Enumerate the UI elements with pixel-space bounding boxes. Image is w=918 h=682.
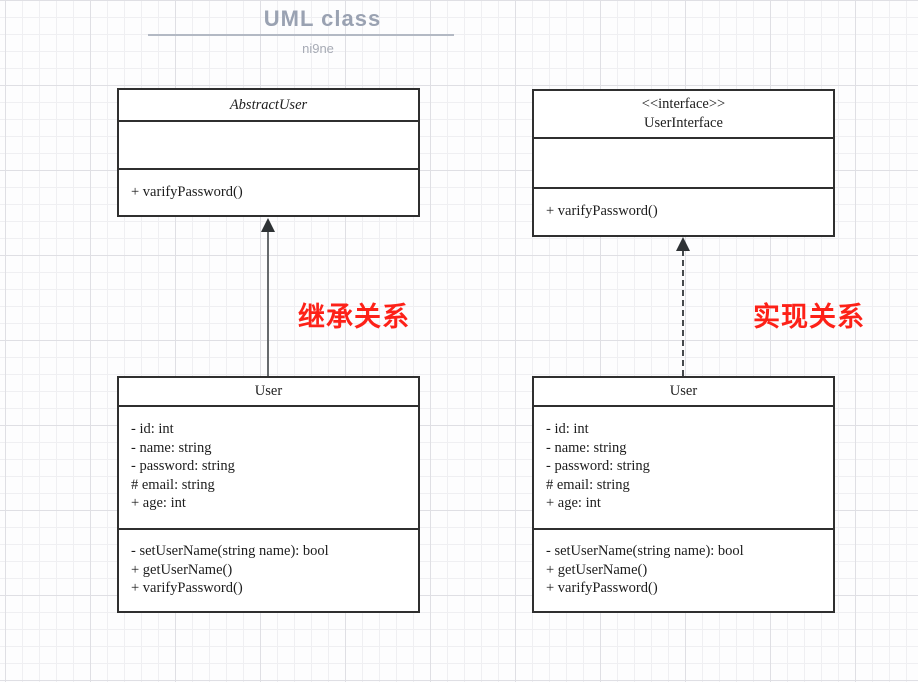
title-underline xyxy=(148,34,454,36)
methods-compartment: - setUserName(string name): bool + getUs… xyxy=(119,528,418,611)
attribute-line: + age: int xyxy=(546,495,601,512)
method-line: + varifyPassword() xyxy=(546,580,658,597)
class-box-abstractuser[interactable]: AbstractUser + varifyPassword() xyxy=(117,88,420,217)
realization-arrow-line[interactable] xyxy=(682,250,684,376)
inheritance-arrow-line[interactable] xyxy=(267,231,269,376)
method-line: - setUserName(string name): bool xyxy=(131,543,329,559)
attributes-compartment xyxy=(534,137,833,187)
attribute-line: - password: string xyxy=(546,458,650,475)
method-line: + varifyPassword() xyxy=(546,203,658,219)
page-title: UML class xyxy=(263,6,382,31)
method-line: + varifyPassword() xyxy=(131,184,243,200)
class-box-userinterface[interactable]: <<interface>> UserInterface + varifyPass… xyxy=(532,89,835,237)
methods-compartment: + varifyPassword() xyxy=(534,187,833,235)
realization-arrowhead-icon xyxy=(676,237,690,251)
attribute-line: - id: int xyxy=(131,421,174,437)
attribute-line: + age: int xyxy=(131,495,186,512)
class-name-userinterface: <<interface>> UserInterface xyxy=(534,91,833,137)
interface-name: UserInterface xyxy=(644,115,723,131)
realization-label[interactable]: 实现关系 xyxy=(753,302,865,332)
page-subtitle: ni9ne xyxy=(302,41,334,56)
attribute-line: - name: string xyxy=(546,439,627,456)
inheritance-arrowhead-icon xyxy=(261,218,275,232)
class-box-user-left[interactable]: User - id: int - name: string - password… xyxy=(117,376,420,613)
attribute-line: # email: string xyxy=(131,476,215,493)
method-line: + getUserName() xyxy=(131,561,233,578)
attribute-line: # email: string xyxy=(546,476,630,493)
attribute-line: - id: int xyxy=(546,421,589,437)
class-name-user: User xyxy=(254,383,283,399)
attribute-line: - password: string xyxy=(131,458,235,475)
attribute-line: - name: string xyxy=(131,439,212,456)
method-line: - setUserName(string name): bool xyxy=(546,543,744,559)
methods-compartment: - setUserName(string name): bool + getUs… xyxy=(534,528,833,611)
stereotype-label: <<interface>> xyxy=(641,96,726,112)
method-line: + varifyPassword() xyxy=(131,580,243,597)
class-name-abstractuser: AbstractUser xyxy=(229,96,308,113)
attributes-compartment: - id: int - name: string - password: str… xyxy=(534,405,833,528)
class-name-user: User xyxy=(669,383,698,399)
attributes-compartment xyxy=(119,120,418,168)
class-box-user-right[interactable]: User - id: int - name: string - password… xyxy=(532,376,835,613)
inheritance-label[interactable]: 继承关系 xyxy=(298,302,410,332)
methods-compartment: + varifyPassword() xyxy=(119,168,418,215)
attributes-compartment: - id: int - name: string - password: str… xyxy=(119,405,418,528)
method-line: + getUserName() xyxy=(546,561,648,578)
